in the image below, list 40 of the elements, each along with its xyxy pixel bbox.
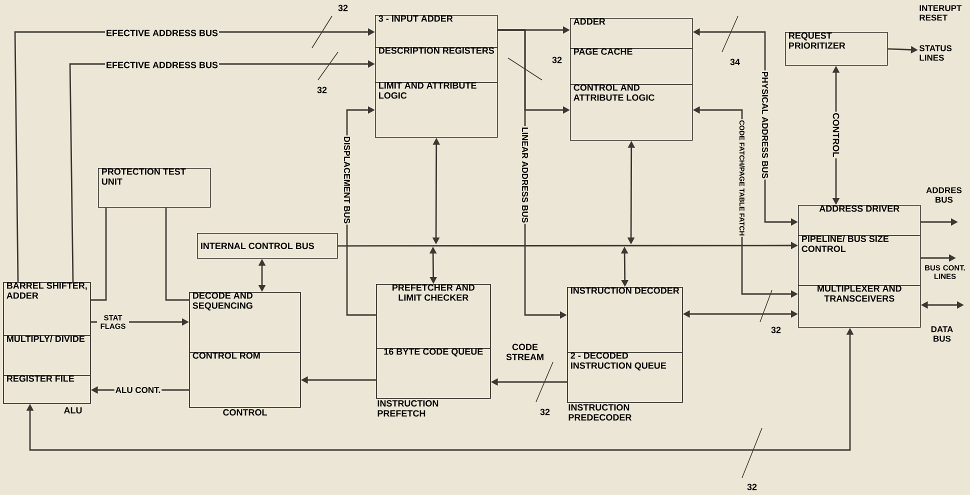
- function-box: REGISTER FILE: [3, 375, 91, 404]
- function-box: 2 - DECODED INSTRUCTION QUEUE: [567, 352, 683, 403]
- function-box: INSTRUCTION DECODER: [567, 287, 683, 353]
- connector-line: [90, 208, 107, 301]
- edge-label: DISPLACEMENT BUS: [343, 135, 352, 225]
- bus-width-label: 32: [747, 484, 757, 490]
- unit-label: INSTRUCTION PREFETCH: [378, 400, 438, 417]
- bus-width-label: 32: [771, 326, 781, 334]
- bus-band: INTERNAL CONTROL BUS: [197, 233, 338, 259]
- function-box: PROTECTION TEST UNIT: [98, 168, 211, 208]
- function-box: DECODE AND SEQUENCING: [189, 292, 301, 353]
- function-box: CONTROL AND ATTRIBUTE LOGIC: [570, 84, 693, 141]
- function-box: ADDRESS DRIVER: [798, 205, 921, 236]
- function-box: LIMIT AND ATTRIBUTE LOGIC: [375, 82, 498, 138]
- edge-label: CODE STREAM: [500, 342, 550, 362]
- function-box: CONTROL ROM: [189, 352, 301, 408]
- function-box: PIPELINE/ BUS SIZE CONTROL: [798, 235, 921, 286]
- bus-width-label: 32: [552, 56, 562, 64]
- function-box: ADDER: [570, 18, 693, 49]
- function-box: REQUEST PRIORITIZER: [785, 32, 888, 66]
- function-box: BARREL SHIFTER, ADDER: [3, 282, 91, 336]
- unit-label: INSTRUCTION PREDECODER: [568, 404, 632, 421]
- function-box: MULTIPLY/ DIVIDE: [3, 335, 91, 376]
- unit-label: CONTROL: [223, 409, 267, 416]
- bus-width-label: 32: [540, 408, 550, 416]
- function-box: MULTIPLEXER AND TRANSCEIVERS: [798, 285, 921, 328]
- bus-width-label: 34: [730, 58, 740, 66]
- function-box: PAGE CACHE: [570, 48, 693, 85]
- edge-label: ADDRES BUS: [924, 186, 964, 204]
- bus-width-label: 32: [317, 86, 327, 94]
- function-box: PREFETCHER AND LIMIT CHECKER: [376, 284, 491, 349]
- bus-width-label: 32: [338, 4, 348, 12]
- function-box: DESCRIPTION REGISTERS: [375, 47, 498, 83]
- connector-line: [165, 208, 189, 301]
- unit-label: ALU: [64, 407, 82, 414]
- signal-label: INTERUPT RESET: [920, 5, 962, 21]
- signal-label: STATUS LINES: [919, 45, 952, 61]
- edge-label: DATA BUS: [924, 325, 960, 343]
- function-box: 3 - INPUT ADDER: [375, 15, 498, 48]
- function-box: 16 BYTE CODE QUEUE: [376, 348, 491, 399]
